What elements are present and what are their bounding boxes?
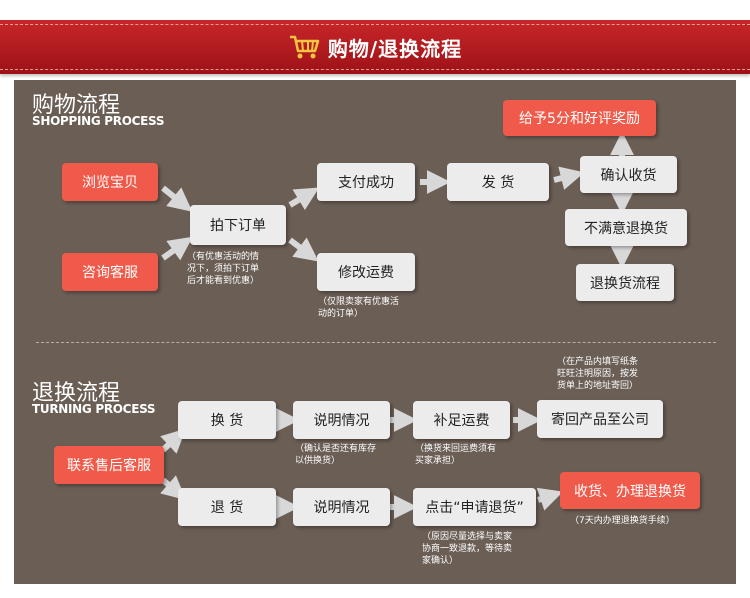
order-note: （有优惠活动的情 况下，须拍下订单 后才能看到优惠） <box>187 251 297 287</box>
explain-exchange-note-line: 以供换货） <box>295 456 341 466</box>
send-back-note: （在产品内填写纸条 旺旺注明原因，按发 货单上的地址寄回） <box>557 356 667 392</box>
send-back-note-line: 旺旺注明原因，按发 <box>557 369 639 379</box>
apply-note-line: 家确认） <box>422 556 459 566</box>
send-back-note-line: 货单上的地址寄回） <box>557 381 639 391</box>
ship-box: 发 货 <box>447 163 549 201</box>
arrow-order-modify <box>288 237 319 262</box>
returns-title-en: TURNING PROCESS <box>32 402 156 416</box>
arrow-ship-confirm <box>553 166 585 190</box>
return-flow-box: 退换货流程 <box>576 264 674 301</box>
pay-ship-note: （换货来回运费须有 买家承担） <box>415 443 525 467</box>
arrow-apply-receive <box>536 487 564 511</box>
consult-box: 咨询客服 <box>62 253 158 291</box>
cart-icon <box>289 35 320 59</box>
arrow-order-paid <box>288 187 320 211</box>
order-note-line: （有优惠活动的情 <box>187 252 260 262</box>
explain-exchange-note-line: （确认是否还有库存 <box>295 444 377 454</box>
apply-note-line: 协商一致退款，等待卖 <box>422 544 513 554</box>
banner-stitch-top <box>0 24 750 25</box>
receive-box: 收货、办理退换货 <box>560 472 700 509</box>
order-note-line: 况下，须拍下订单 <box>187 264 260 274</box>
paid-box: 支付成功 <box>317 163 415 201</box>
page-title: 购物/退换流程 <box>327 36 463 61</box>
modify-note-line: （仅限卖家有优惠活 <box>318 297 400 307</box>
exchange-box: 换 货 <box>178 401 276 439</box>
modify-note-line: 动的订单） <box>318 309 364 319</box>
order-note-line: 后才能看到优惠） <box>187 276 260 286</box>
pay-ship-note-line: 买家承担） <box>415 456 461 466</box>
header-title-group: 购物/退换流程 <box>0 20 750 74</box>
arrow-contact-exchange <box>160 428 186 454</box>
contact-box: 联系售后客服 <box>54 446 164 484</box>
section-divider <box>36 342 716 343</box>
banner-stitch-bottom <box>0 69 750 70</box>
apply-note-line: （原因尽量选择与卖家 <box>422 532 513 542</box>
pay-ship-note-line: （换货来回运费须有 <box>415 444 497 454</box>
apply-note: （原因尽量选择与卖家 协商一致退款，等待卖 家确认） <box>422 531 537 567</box>
pay-ship-box: 补足运费 <box>413 401 510 439</box>
arrow-contact-refund <box>160 475 187 501</box>
explain-exchange-box: 说明情况 <box>293 401 390 439</box>
send-back-box: 寄回产品至公司 <box>537 400 663 438</box>
receive-note: （7天内办理退换货手续） <box>570 516 675 526</box>
send-back-note-line: （在产品内填写纸条 <box>557 357 639 367</box>
apply-return-box: 点击“申请退货” <box>413 488 536 526</box>
modify-note: （仅限卖家有优惠活 动的订单） <box>318 296 428 320</box>
order-box: 拍下订单 <box>190 205 286 245</box>
shopping-title-en: SHOPPING PROCESS <box>32 114 165 128</box>
reward-box: 给予5分和好评奖励 <box>503 100 656 136</box>
modify-fee-box: 修改运费 <box>317 253 415 291</box>
header-banner <box>0 20 750 74</box>
confirm-box: 确认收货 <box>580 156 677 193</box>
browse-box: 浏览宝贝 <box>62 163 158 201</box>
arrow-browse-order <box>161 185 193 212</box>
arrow-consult-order <box>161 236 193 261</box>
explain-exchange-note: （确认是否还有库存 以供换货） <box>295 443 405 467</box>
unhappy-box: 不满意退换货 <box>565 209 687 246</box>
returns-title-cn: 退换流程 <box>32 381 121 406</box>
shopping-title-cn: 购物流程 <box>32 93 121 118</box>
refund-box: 退 货 <box>178 488 276 526</box>
explain-refund-box: 说明情况 <box>293 488 390 526</box>
